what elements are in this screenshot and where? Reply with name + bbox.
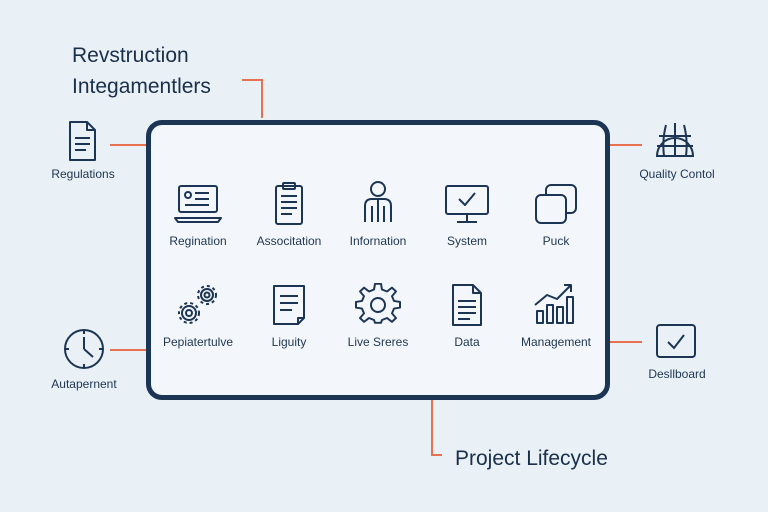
grid-label-10: Management [520, 335, 592, 349]
gear-icon [353, 282, 403, 327]
label-regulations: Regulations [51, 167, 115, 181]
clipboard-icon [264, 182, 314, 226]
grid-label-1: Regination [169, 234, 227, 248]
grid-label-4: System [446, 234, 487, 248]
document-list-icon [264, 283, 314, 327]
grid-label-5: Puck [542, 234, 570, 248]
growth-chart-icon [531, 281, 581, 325]
footer-title: Project Lifecycle [455, 447, 608, 470]
laptop-icon [173, 182, 223, 226]
grid-label-8: Live Sreres [347, 335, 409, 349]
label-quality-contol: Quality Contol [639, 167, 715, 181]
grid-label-6: Pepiatertulve [162, 335, 234, 349]
title-line-1: Revstruction [72, 44, 189, 67]
grid-label-3: Infornation [349, 234, 407, 248]
person-icon [353, 180, 403, 224]
gears-icon [173, 283, 223, 327]
globe-grid-icon [654, 120, 696, 160]
clock-icon [63, 328, 105, 370]
main-panel [146, 120, 610, 400]
diagram-title: Revstruction Integamentlers [72, 40, 211, 102]
grid-label-2: Associtation [256, 234, 322, 248]
dashboard-check-icon [655, 323, 697, 359]
label-autapernent: Autapernent [51, 377, 117, 391]
file-lines-icon [442, 283, 492, 327]
stacked-squares-icon [531, 182, 581, 226]
grid-label-9: Data [454, 335, 480, 349]
monitor-check-icon [442, 182, 492, 226]
title-line-2: Integamentlers [72, 75, 211, 98]
document-icon [66, 120, 98, 162]
grid-label-7: Liguity [271, 335, 307, 349]
label-desllboard: Desllboard [648, 367, 706, 381]
